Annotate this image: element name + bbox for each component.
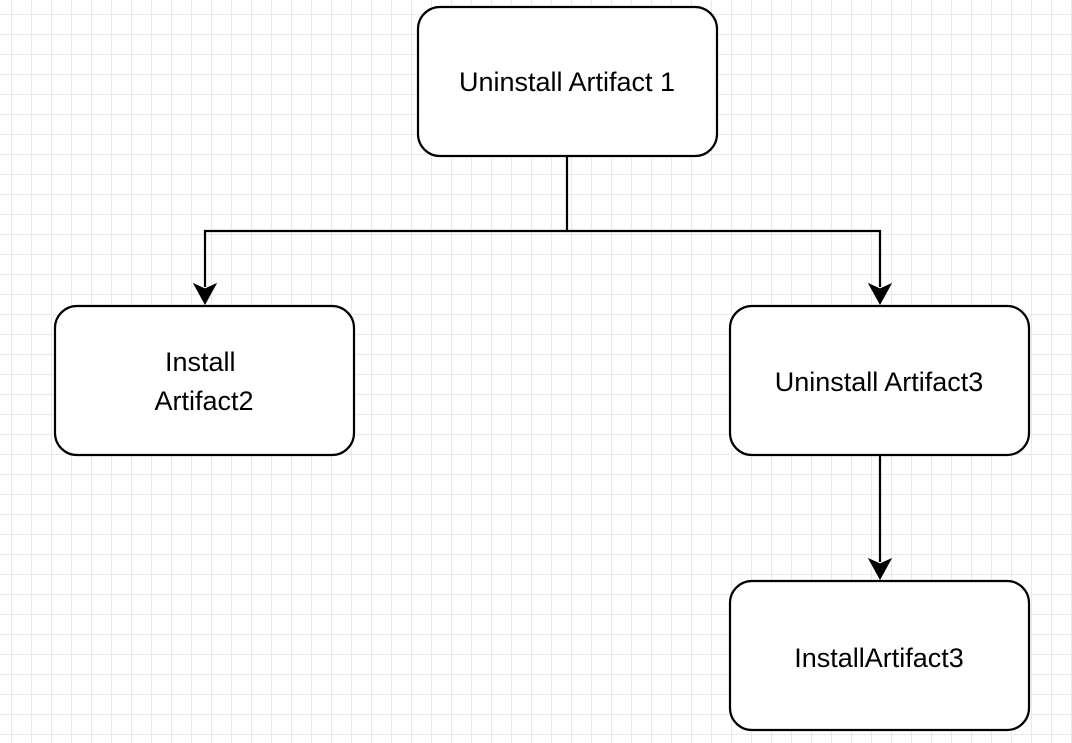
node-box[interactable] [728, 579, 1031, 732]
node-label: Uninstall Artifact3 [775, 367, 984, 397]
node-box[interactable] [53, 304, 356, 457]
node-label-line-1: Install [165, 347, 236, 377]
node-uninstall-artifact-1[interactable]: Uninstall Artifact 1 [416, 5, 719, 158]
arrowhead-install2 [192, 282, 218, 306]
node-label: Uninstall Artifact 1 [459, 67, 675, 97]
node-label-line-2: Artifact2 [154, 386, 253, 416]
node-install-artifact3[interactable]: InstallArtifact3 [728, 579, 1031, 732]
edge-uninstall1-to-uninstall3[interactable] [567, 229, 882, 287]
node-uninstall-artifact3[interactable]: Uninstall Artifact3 [728, 304, 1031, 457]
node-box[interactable] [728, 304, 1031, 457]
node-label: Install Artifact2 [154, 347, 253, 416]
node-install-artifact2[interactable]: Install Artifact2 [53, 304, 356, 457]
edges-layer [192, 156, 893, 581]
edge-uninstall1-to-install2[interactable] [203, 156, 569, 287]
node-label: InstallArtifact3 [794, 643, 964, 673]
arrowhead-uninstall3 [867, 282, 893, 306]
arrowhead-install3 [867, 557, 893, 581]
node-box[interactable] [416, 5, 719, 158]
